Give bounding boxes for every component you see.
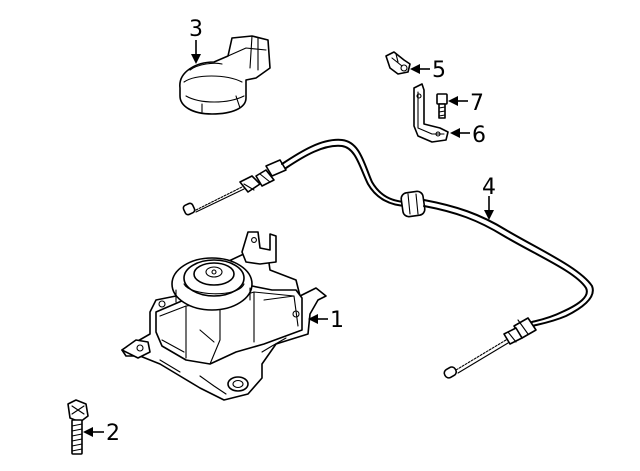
- callout-2-leader: [83, 427, 104, 437]
- cable-clip-icon[interactable]: [385, 51, 411, 75]
- callout-7: 7: [470, 91, 484, 116]
- mounting-bracket-icon[interactable]: [413, 83, 449, 143]
- callout-3-leader: [191, 40, 201, 64]
- actuator-cover-icon[interactable]: [179, 35, 271, 115]
- callout-5-leader: [410, 64, 430, 74]
- callout-4-leader: [484, 196, 494, 220]
- callout-6: 6: [472, 123, 486, 148]
- mounting-bolt-icon[interactable]: [67, 399, 89, 455]
- cruise-control-actuator-icon[interactable]: [121, 231, 327, 401]
- callout-3: 3: [189, 17, 203, 42]
- control-cable-icon[interactable]: [182, 138, 594, 380]
- callout-2: 2: [106, 421, 120, 446]
- callout-1-leader: [308, 314, 328, 324]
- callout-7-leader: [448, 96, 468, 106]
- callout-6-leader: [450, 128, 470, 138]
- callout-4: 4: [482, 175, 496, 200]
- callout-5: 5: [432, 58, 446, 83]
- bracket-bolt-icon[interactable]: [436, 93, 448, 119]
- callout-1: 1: [330, 308, 344, 333]
